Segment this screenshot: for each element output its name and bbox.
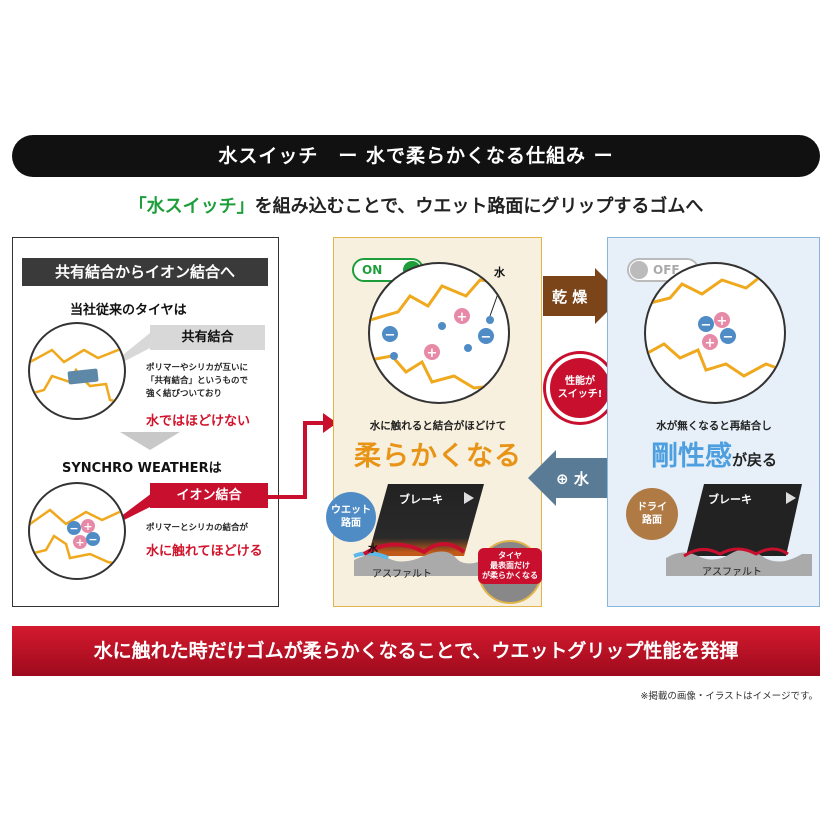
wet-road-badge: ウエット 路面: [326, 492, 376, 542]
svg-text:+: +: [457, 310, 468, 325]
dry-big-tail: が戻る: [731, 451, 777, 469]
svg-text:+: +: [75, 536, 84, 549]
toggle-on-label: ON: [362, 263, 383, 277]
tire-surface-line: が柔らかくなる: [482, 571, 538, 580]
svg-text:−: −: [481, 330, 492, 345]
tire-surface-line: 最表面だけ: [490, 561, 530, 570]
wet-big-text: 柔らかくなる: [354, 441, 522, 472]
badge-line: 路面: [642, 515, 662, 526]
water-arrow-label: ⊕ 水: [556, 468, 589, 489]
bottom-banner-text: 水に触れた時だけゴムが柔らかくなることで、ウエットグリップ性能を発揮: [93, 640, 739, 662]
dry-arrow: [543, 268, 623, 324]
covalent-note: ポリマーやシリカが互いに 「共有結合」というもので 強く結びついており: [146, 362, 274, 401]
tire-surface-label: タイヤ 最表面だけ が柔らかくなる: [478, 548, 542, 584]
toggle-off-label: OFF: [653, 263, 680, 277]
plus-circle-icon: ⊕: [556, 470, 569, 488]
ionic-red-text: 水に触れてほどける: [146, 544, 263, 559]
red-connector-arrow-icon: [267, 413, 337, 499]
badge-line: 路面: [341, 518, 361, 529]
footnote: ※掲載の画像・イラストはイメージです。: [640, 691, 818, 702]
svg-text:−: −: [385, 328, 396, 343]
svg-text:−: −: [723, 330, 734, 345]
polymer-lines-icon: − + + −: [30, 508, 124, 567]
ionic-label: イオン結合: [150, 483, 268, 508]
wet-asphalt-label: アスファルト: [372, 569, 432, 580]
covalent-label: 共有結合: [150, 325, 265, 350]
dry-caption: 水が無くなると再結合し: [656, 420, 772, 432]
switch-badge: 性能が スイッチ!: [546, 354, 614, 422]
covalent-red-text: 水ではほどけない: [146, 414, 251, 429]
dry-road-badge: ドライ 路面: [626, 488, 678, 540]
switch-line: スイッチ!: [557, 389, 603, 400]
wet-caption: 水に触れると結合がほどけて: [369, 420, 507, 432]
left-panel-header: 共有結合からイオン結合へ: [22, 258, 268, 286]
water-marker-label: 水: [494, 266, 505, 279]
polymer-lines-icon: [30, 346, 124, 405]
covalent-note-line: ポリマーやシリカが互いに: [146, 363, 249, 373]
ionic-note: ポリマーとシリカの結合が: [146, 523, 249, 533]
wet-brake-label: ブレーキ: [399, 493, 443, 506]
badge-line: ドライ: [637, 502, 667, 513]
subtitle-rest: を組み込むことで、ウエット路面にグリップするゴムへ: [254, 196, 704, 217]
switch-line: 性能が: [565, 376, 595, 387]
water-arrow: [528, 450, 608, 506]
synchro-title: SYNCHRO WEATHERは: [62, 461, 222, 476]
svg-text:−: −: [701, 318, 712, 333]
badge-line: ウエット: [331, 505, 371, 516]
dry-molecule-circle: − + + −: [644, 262, 786, 404]
svg-text:−: −: [69, 522, 78, 535]
svg-text:+: +: [717, 314, 728, 329]
dry-brake-label: ブレーキ: [708, 493, 752, 506]
header-bar: 水スイッチ ー 水で柔らかくなる仕組み ー: [12, 135, 820, 177]
down-arrow-icon: [120, 432, 180, 450]
dry-asphalt-label: アスファルト: [702, 567, 762, 578]
header-title: 水スイッチ ー 水で柔らかくなる仕組み ー: [218, 145, 614, 167]
dry-arrow-label: 乾 燥: [552, 288, 588, 306]
ionic-circle: − + + −: [28, 482, 126, 580]
subtitle-highlight: 「水スイッチ」: [128, 196, 255, 217]
conventional-title: 当社従来のタイヤは: [70, 303, 187, 318]
water-drop-icon: [630, 261, 648, 279]
dry-big-main: 剛性感: [650, 441, 732, 472]
unbound-ions-icon: − + + −: [370, 278, 508, 390]
svg-text:+: +: [705, 336, 716, 351]
dry-big-text: 剛性感が戻る: [609, 434, 819, 473]
tire-surface-line: タイヤ: [498, 551, 522, 560]
covalent-circle: [28, 322, 126, 420]
dry-tire-scene: [666, 484, 812, 576]
svg-text:−: −: [88, 533, 97, 546]
svg-text:+: +: [427, 346, 438, 361]
svg-text:+: +: [83, 520, 92, 533]
water-arrow-text: 水: [573, 470, 589, 488]
covalent-note-line: 強く結びついており: [146, 389, 222, 399]
wet-molecule-circle: − + + −: [368, 262, 510, 404]
bound-ions-icon: − + + −: [646, 272, 784, 378]
covalent-note-line: 「共有結合」というもので: [146, 376, 249, 386]
subtitle: 「水スイッチ」を組み込むことで、ウエット路面にグリップするゴムへ: [0, 192, 832, 218]
wet-water-label: 水: [368, 544, 378, 555]
bottom-banner: 水に触れた時だけゴムが柔らかくなることで、ウエットグリップ性能を発揮: [12, 626, 820, 676]
